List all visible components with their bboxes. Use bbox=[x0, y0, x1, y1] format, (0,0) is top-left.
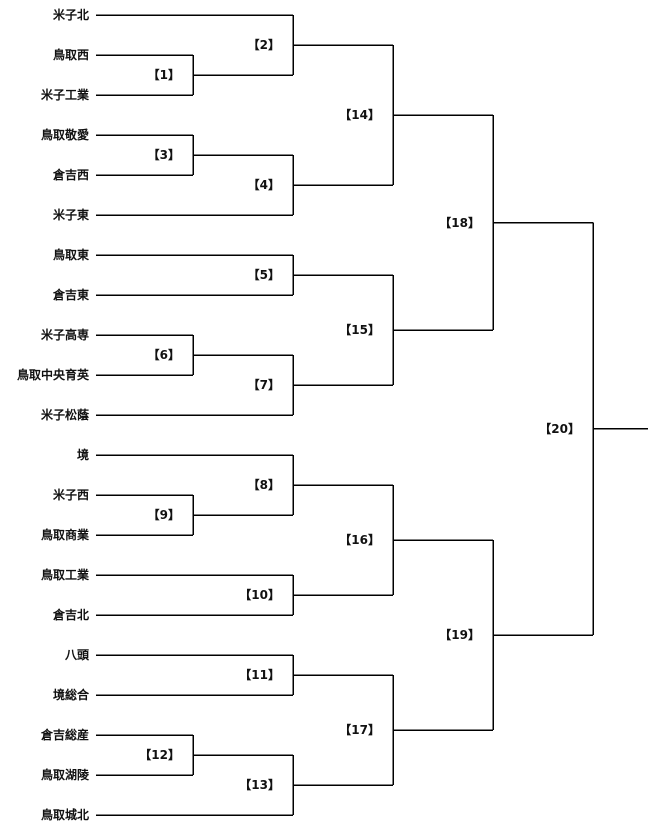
team-name: 米子北 bbox=[52, 8, 89, 22]
team-name: 倉吉東 bbox=[52, 288, 89, 302]
match-number-label: 【16】 bbox=[339, 533, 380, 547]
match-number-label: 【11】 bbox=[239, 668, 280, 682]
match-number-label: 【12】 bbox=[139, 748, 180, 762]
team-name: 倉吉総産 bbox=[40, 728, 89, 742]
match-number-label: 【1】 bbox=[147, 68, 180, 82]
team-name: 米子松蔭 bbox=[40, 408, 89, 422]
team-name: 鳥取中央育英 bbox=[16, 368, 89, 382]
team-name: 倉吉西 bbox=[52, 168, 89, 182]
match-number-label: 【9】 bbox=[147, 508, 180, 522]
team-name: 境総合 bbox=[52, 688, 89, 702]
team-name: 米子東 bbox=[52, 208, 89, 222]
match-number-label: 【15】 bbox=[339, 323, 380, 337]
match-number-label: 【3】 bbox=[147, 148, 180, 162]
team-name: 米子高専 bbox=[40, 328, 89, 342]
match-number-label: 【14】 bbox=[339, 108, 380, 122]
team-name: 鳥取敬愛 bbox=[40, 128, 89, 142]
match-number-label: 【5】 bbox=[247, 268, 280, 282]
match-number-label: 【17】 bbox=[339, 723, 380, 737]
match-number-label: 【10】 bbox=[239, 588, 280, 602]
team-name: 鳥取工業 bbox=[40, 568, 89, 582]
match-number-label: 【18】 bbox=[439, 215, 480, 230]
team-name: 鳥取城北 bbox=[40, 808, 89, 822]
match-number-label: 【6】 bbox=[147, 348, 180, 362]
match-number-label: 【4】 bbox=[247, 178, 280, 192]
team-name: 八頭 bbox=[64, 648, 89, 662]
team-name: 鳥取西 bbox=[52, 48, 89, 62]
match-number-label: 【19】 bbox=[439, 628, 480, 642]
team-name: 鳥取商業 bbox=[40, 528, 89, 542]
match-number-label: 【8】 bbox=[247, 478, 280, 492]
team-name: 倉吉北 bbox=[52, 608, 89, 622]
match-number-label: 【2】 bbox=[247, 38, 280, 52]
team-name: 鳥取東 bbox=[52, 248, 89, 262]
team-name: 米子西 bbox=[52, 488, 89, 502]
team-name: 米子工業 bbox=[40, 88, 89, 102]
team-name: 鳥取湖陵 bbox=[40, 768, 89, 782]
match-number-label: 【20】 bbox=[539, 421, 580, 436]
match-number-label: 【13】 bbox=[239, 778, 280, 792]
match-number-label: 【7】 bbox=[247, 378, 280, 392]
team-name: 境 bbox=[76, 448, 89, 462]
